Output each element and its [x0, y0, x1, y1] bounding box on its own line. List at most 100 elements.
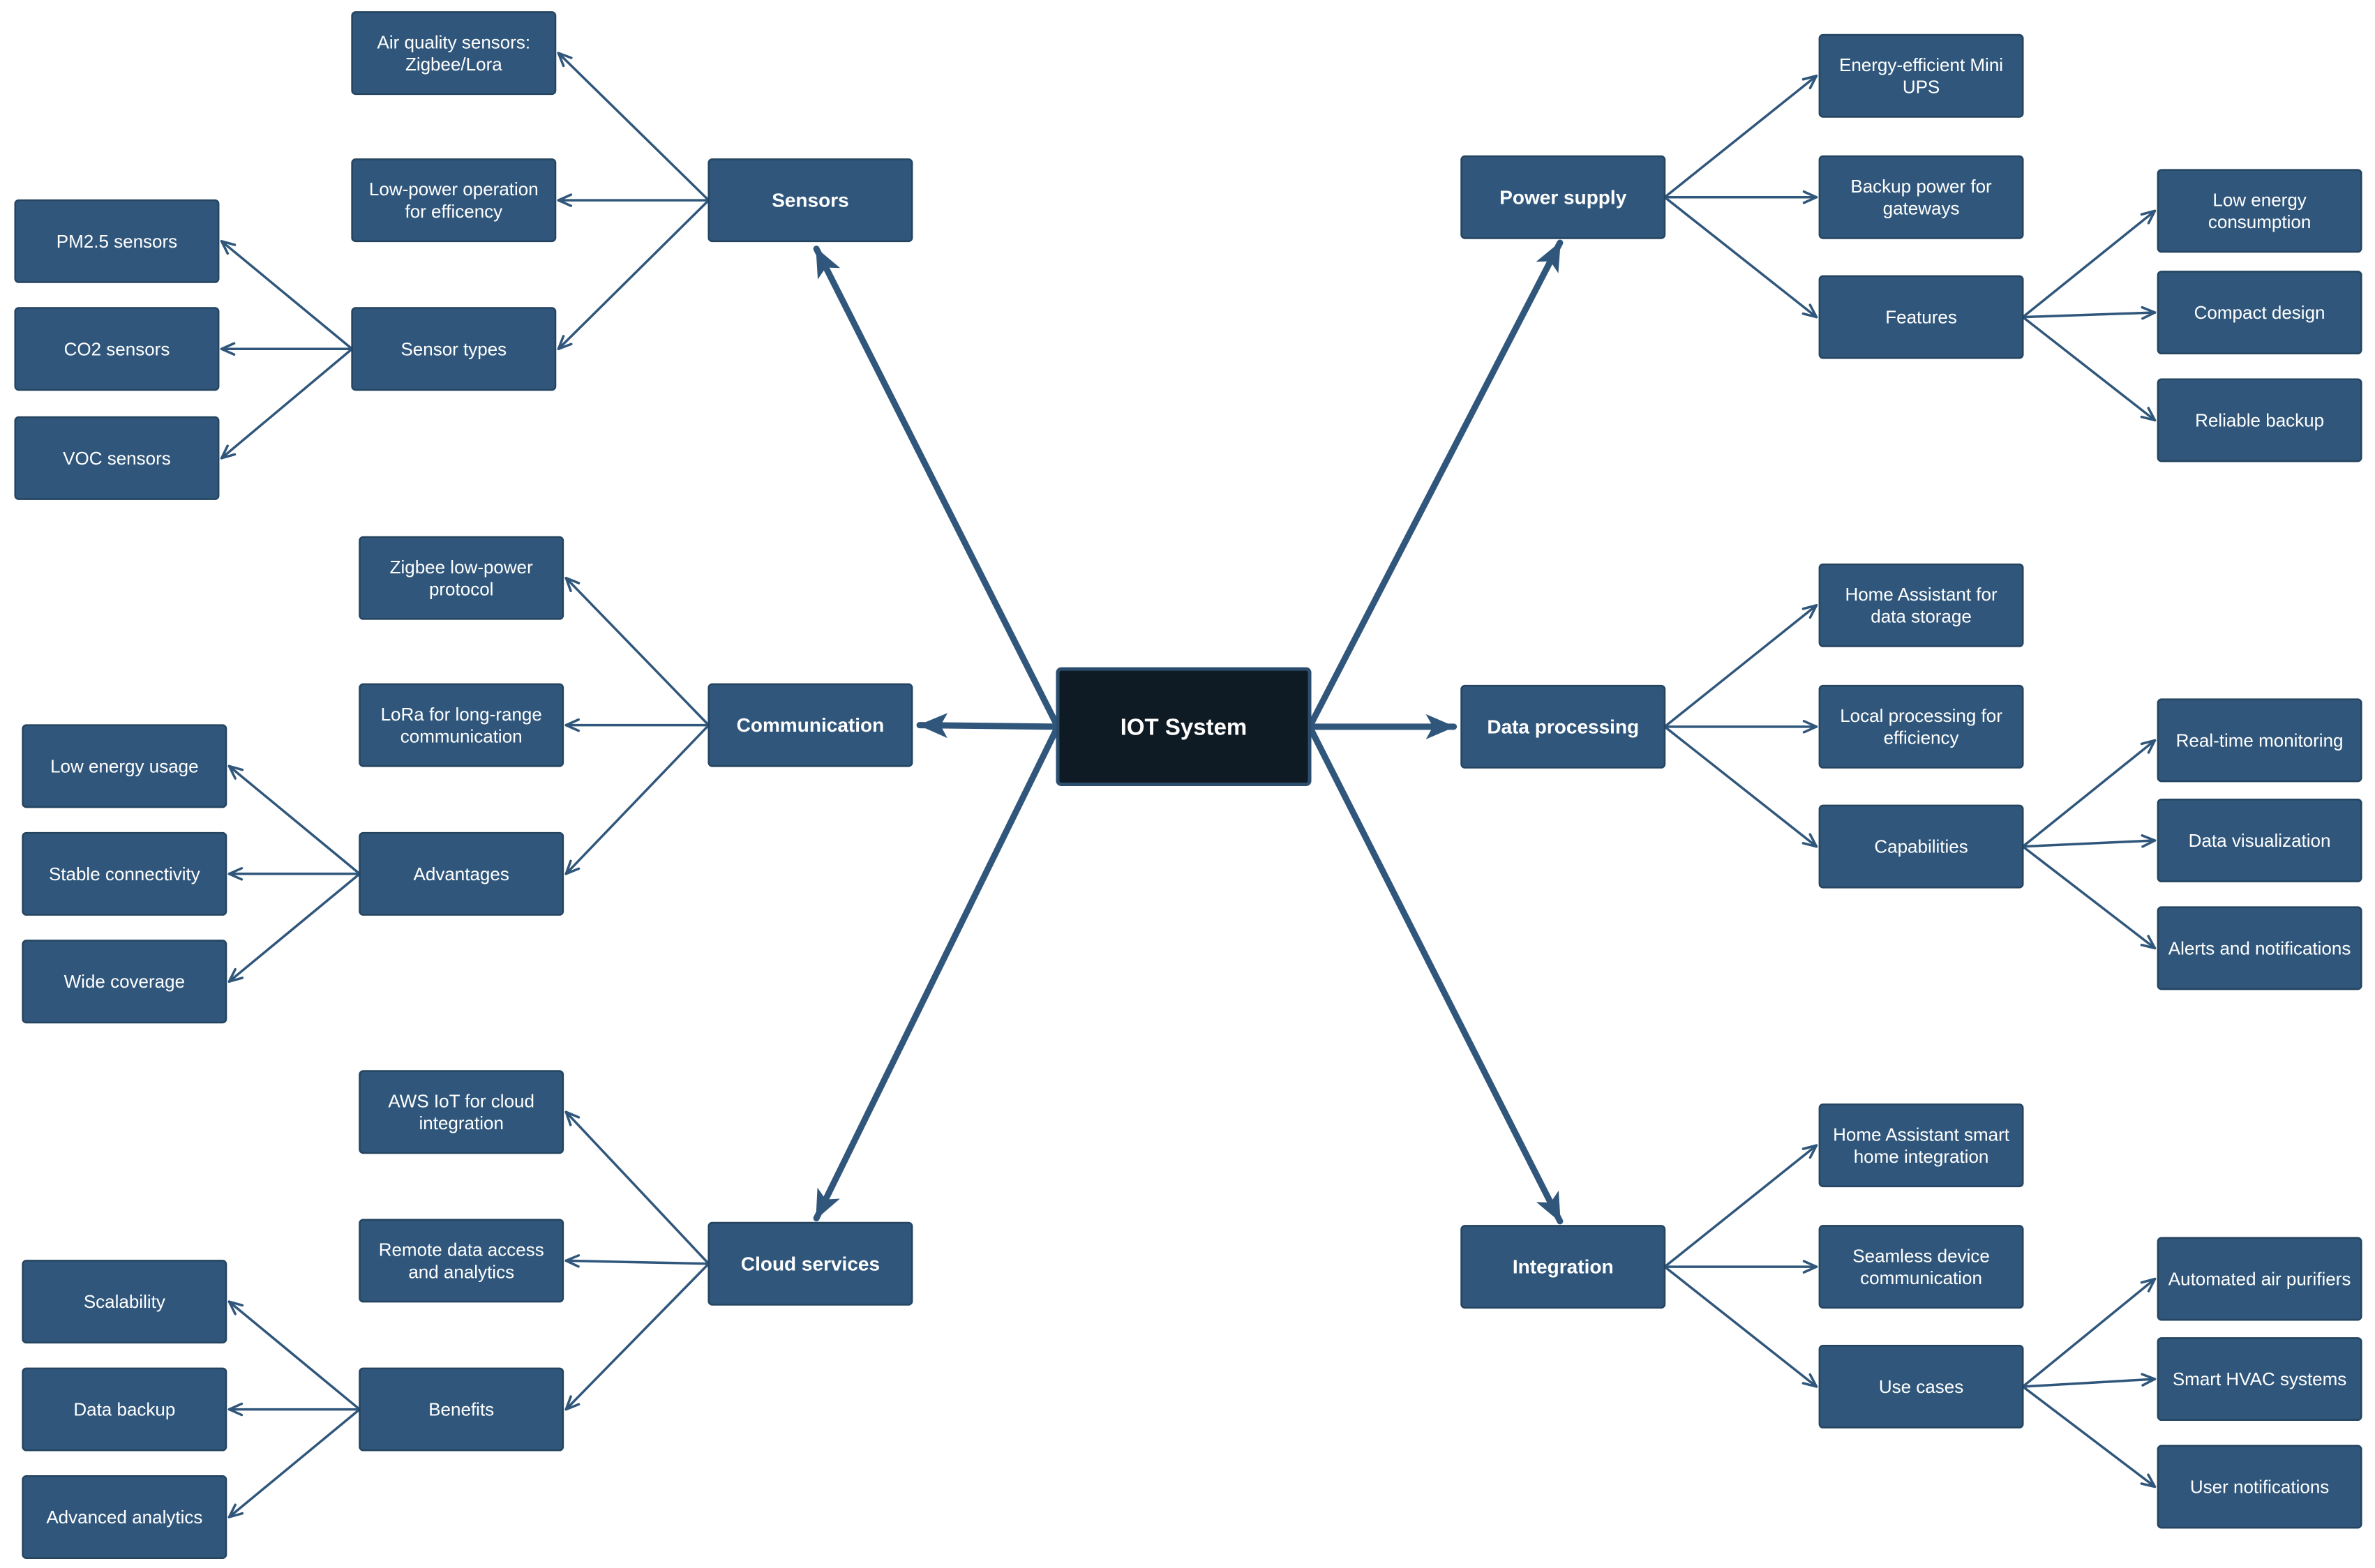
node-wide-coverage: Wide coverage [22, 940, 227, 1024]
node-realtime-monitoring: Real-time monitoring [2157, 698, 2362, 783]
edge-power-supply-to-features [1663, 196, 1818, 319]
root-node-iot-system-label: IOT System [1121, 714, 1248, 739]
node-user-notifications-label: User notifications [2190, 1477, 2329, 1498]
edge-cloud-services-to-benefits [564, 1262, 710, 1411]
branch-communication-box [707, 683, 913, 767]
node-advantages-box [359, 831, 564, 916]
node-data-backup-label: Data backup [73, 1399, 175, 1420]
node-data-backup: Data backup [22, 1367, 227, 1452]
node-data-visualization: Data visualization [2157, 798, 2362, 882]
node-realtime-monitoring-label: Real-time monitoring [2176, 730, 2344, 751]
edges-layer [220, 52, 2157, 1518]
node-use-cases: Use cases [1818, 1344, 2024, 1428]
node-backup-power-label: gateways [1883, 198, 1960, 219]
node-ha-data-storage-label: data storage [1871, 606, 1972, 627]
branch-cloud-services-label: Cloud services [741, 1253, 880, 1274]
node-advanced-analytics: Advanced analytics [22, 1475, 227, 1559]
node-air-quality-sensors-label: Air quality sensors: [377, 31, 530, 52]
node-mini-ups-label: UPS [1903, 77, 1940, 98]
edge-cloud-services-to-aws-iot [564, 1110, 710, 1265]
node-seamless-communication-box [1818, 1225, 2024, 1309]
edge-root-to-sensors [813, 246, 1061, 730]
node-ha-smart-home-label: home integration [1854, 1146, 1989, 1167]
root-node-iot-system-box [1056, 667, 1312, 786]
edge-integration-to-use-cases [1663, 1265, 1818, 1388]
branch-data-processing-box [1460, 684, 1666, 769]
node-user-notifications: User notifications [2157, 1445, 2362, 1529]
edge-benefits-to-scalability [227, 1300, 361, 1411]
node-voc-sensors-box [14, 416, 220, 500]
node-co2-sensors-box [14, 307, 220, 391]
node-automated-air-purifiers-label: Automated air purifiers [2168, 1269, 2351, 1290]
node-data-visualization-box [2157, 798, 2362, 882]
node-aws-iot-label: integration [419, 1113, 503, 1133]
node-co2-sensors-label: CO2 sensors [64, 338, 170, 359]
node-mini-ups-label: Energy-efficient Mini [1839, 54, 2003, 75]
node-automated-air-purifiers-box [2157, 1237, 2362, 1321]
edge-cloud-services-to-remote-data-access [564, 1254, 710, 1268]
node-aws-iot-label: AWS IoT for cloud [388, 1090, 534, 1111]
node-features-box [1818, 275, 2024, 359]
node-remote-data-access-box [359, 1219, 564, 1303]
node-remote-data-access-label: Remote data access [379, 1239, 544, 1260]
node-features: Features [1818, 275, 2024, 359]
node-automated-air-purifiers: Automated air purifiers [2157, 1237, 2362, 1321]
node-compact-design: Compact design [2157, 271, 2362, 355]
branch-data-processing-label: Data processing [1487, 716, 1639, 737]
edge-root-to-power-supply [1306, 239, 1564, 730]
node-alerts-notifications-label: Alerts and notifications [2168, 937, 2351, 958]
branch-integration-label: Integration [1513, 1256, 1614, 1278]
branch-integration: Integration [1460, 1225, 1666, 1309]
edge-sensors-to-air-quality-sensors [557, 52, 710, 202]
node-zigbee-protocol-label: protocol [429, 579, 494, 600]
edge-root-to-communication [916, 713, 1061, 739]
node-capabilities-label: Capabilities [1874, 836, 1968, 857]
node-scalability: Scalability [22, 1260, 227, 1344]
edge-communication-to-advantages [564, 723, 710, 875]
node-low-power-operation-box [351, 158, 557, 243]
node-backup-power-box [1818, 155, 2024, 239]
node-alerts-notifications-box [2157, 906, 2362, 990]
node-realtime-monitoring-box [2157, 698, 2362, 783]
node-low-energy-consumption-label: consumption [2208, 211, 2311, 232]
branch-communication-label: Communication [737, 714, 885, 736]
node-low-power-operation-label: for efficency [405, 201, 502, 222]
node-reliable-backup: Reliable backup [2157, 378, 2362, 462]
edge-sensors-to-sensor-types [557, 199, 710, 350]
node-stable-connectivity-box [22, 831, 227, 916]
node-sensor-types-box [351, 307, 557, 391]
node-backup-power-label: Backup power for [1850, 176, 1992, 197]
node-zigbee-protocol-box [359, 536, 564, 620]
node-data-backup-box [22, 1367, 227, 1452]
node-compact-design-label: Compact design [2194, 302, 2325, 323]
branch-integration-box [1460, 1225, 1666, 1309]
edge-communication-to-zigbee-protocol [564, 576, 710, 727]
node-remote-data-access-label: and analytics [408, 1261, 514, 1282]
node-co2-sensors: CO2 sensors [14, 307, 220, 391]
root-node-iot-system: IOT System [1056, 667, 1312, 786]
node-sensor-types-label: Sensor types [400, 338, 507, 359]
node-advanced-analytics-label: Advanced analytics [46, 1507, 202, 1528]
edge-data-processing-to-ha-data-storage [1663, 604, 1818, 728]
node-smart-hvac-label: Smart HVAC systems [2173, 1369, 2346, 1389]
edge-power-supply-to-mini-ups [1663, 75, 1818, 199]
edge-advantages-to-wide-coverage [227, 873, 361, 983]
node-pm25-sensors-box [14, 199, 220, 283]
branch-sensors-label: Sensors [772, 190, 849, 211]
node-sensor-types: Sensor types [351, 307, 557, 391]
node-air-quality-sensors: Air quality sensors:Zigbee/Lora [351, 11, 557, 96]
node-pm25-sensors-label: PM2.5 sensors [57, 231, 177, 252]
node-wide-coverage-box [22, 940, 227, 1024]
branch-power-supply: Power supply [1460, 155, 1666, 239]
node-advantages: Advantages [359, 831, 564, 916]
edge-capabilities-to-alerts-notifications [2021, 845, 2157, 950]
edge-use-cases-to-automated-air-purifiers [2021, 1277, 2157, 1388]
node-capabilities: Capabilities [1818, 804, 2024, 889]
